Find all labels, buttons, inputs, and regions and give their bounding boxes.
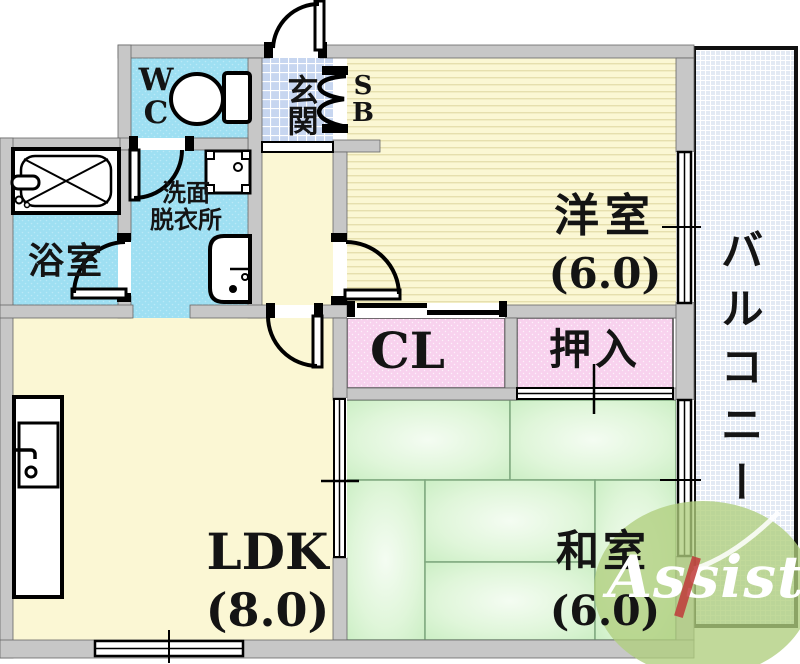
- bathtub-icon: [10, 147, 121, 215]
- wc-door-icon: [128, 136, 194, 202]
- assist-logo: [594, 501, 800, 664]
- tatami-mat: [345, 399, 511, 481]
- washroom-label: 洗面 脱衣所: [150, 178, 222, 234]
- vanity-sink-icon: [208, 234, 252, 304]
- ldk-window-icon: [93, 630, 245, 663]
- closet-sliding-door-icon: [347, 301, 507, 317]
- assist-logo-leaf-vein: [693, 510, 781, 572]
- western-room-window-icon: [662, 150, 701, 305]
- oshiire-sliding-door-icon: [516, 364, 674, 414]
- ldk-size: (8.0): [205, 583, 330, 637]
- shoe-box-label: S B: [352, 71, 374, 129]
- closet-label: CL: [370, 321, 445, 380]
- japanese-room-label: 和室: [556, 527, 650, 577]
- entrance-tile-floor: [262, 58, 333, 142]
- balcony-label: バルコニー: [713, 228, 764, 518]
- assist-watermark-text: Assist: [607, 543, 800, 611]
- entrance-label: 玄関: [281, 74, 318, 136]
- bathroom-door-icon: [70, 233, 131, 302]
- kitchen-counter-icon: [12, 395, 64, 599]
- tatami-mats: [345, 399, 677, 641]
- western-room-label: 洋室: [553, 189, 656, 242]
- toilet-icon: [169, 71, 252, 126]
- western-room-floor: [347, 58, 676, 305]
- entrance-door-icon: [264, 0, 327, 58]
- floors: [13, 58, 677, 641]
- ldk-floor: [13, 318, 333, 640]
- tatami-mat: [345, 479, 426, 641]
- japanese-room-size: (6.0): [549, 587, 661, 635]
- entrance-step: [261, 141, 334, 153]
- western-room-door-icon: [331, 233, 402, 305]
- tatami-mat: [424, 479, 596, 563]
- walls: [0, 44, 695, 659]
- western-room-size: (6.0): [548, 249, 662, 298]
- japanese-room-sliding-door-icon: [321, 398, 359, 558]
- oshiire-label: 押入: [548, 325, 641, 374]
- washer-pan-icon: [204, 149, 252, 195]
- entrance-folding-door-icon: [316, 66, 348, 133]
- ldk-door-icon: [266, 303, 324, 369]
- bathroom-label: 浴室: [27, 240, 104, 282]
- wc-label: W C: [138, 62, 174, 131]
- closet-area: [346, 317, 506, 389]
- ldk-label: LDK: [206, 522, 329, 581]
- hallway-floor: [262, 153, 333, 305]
